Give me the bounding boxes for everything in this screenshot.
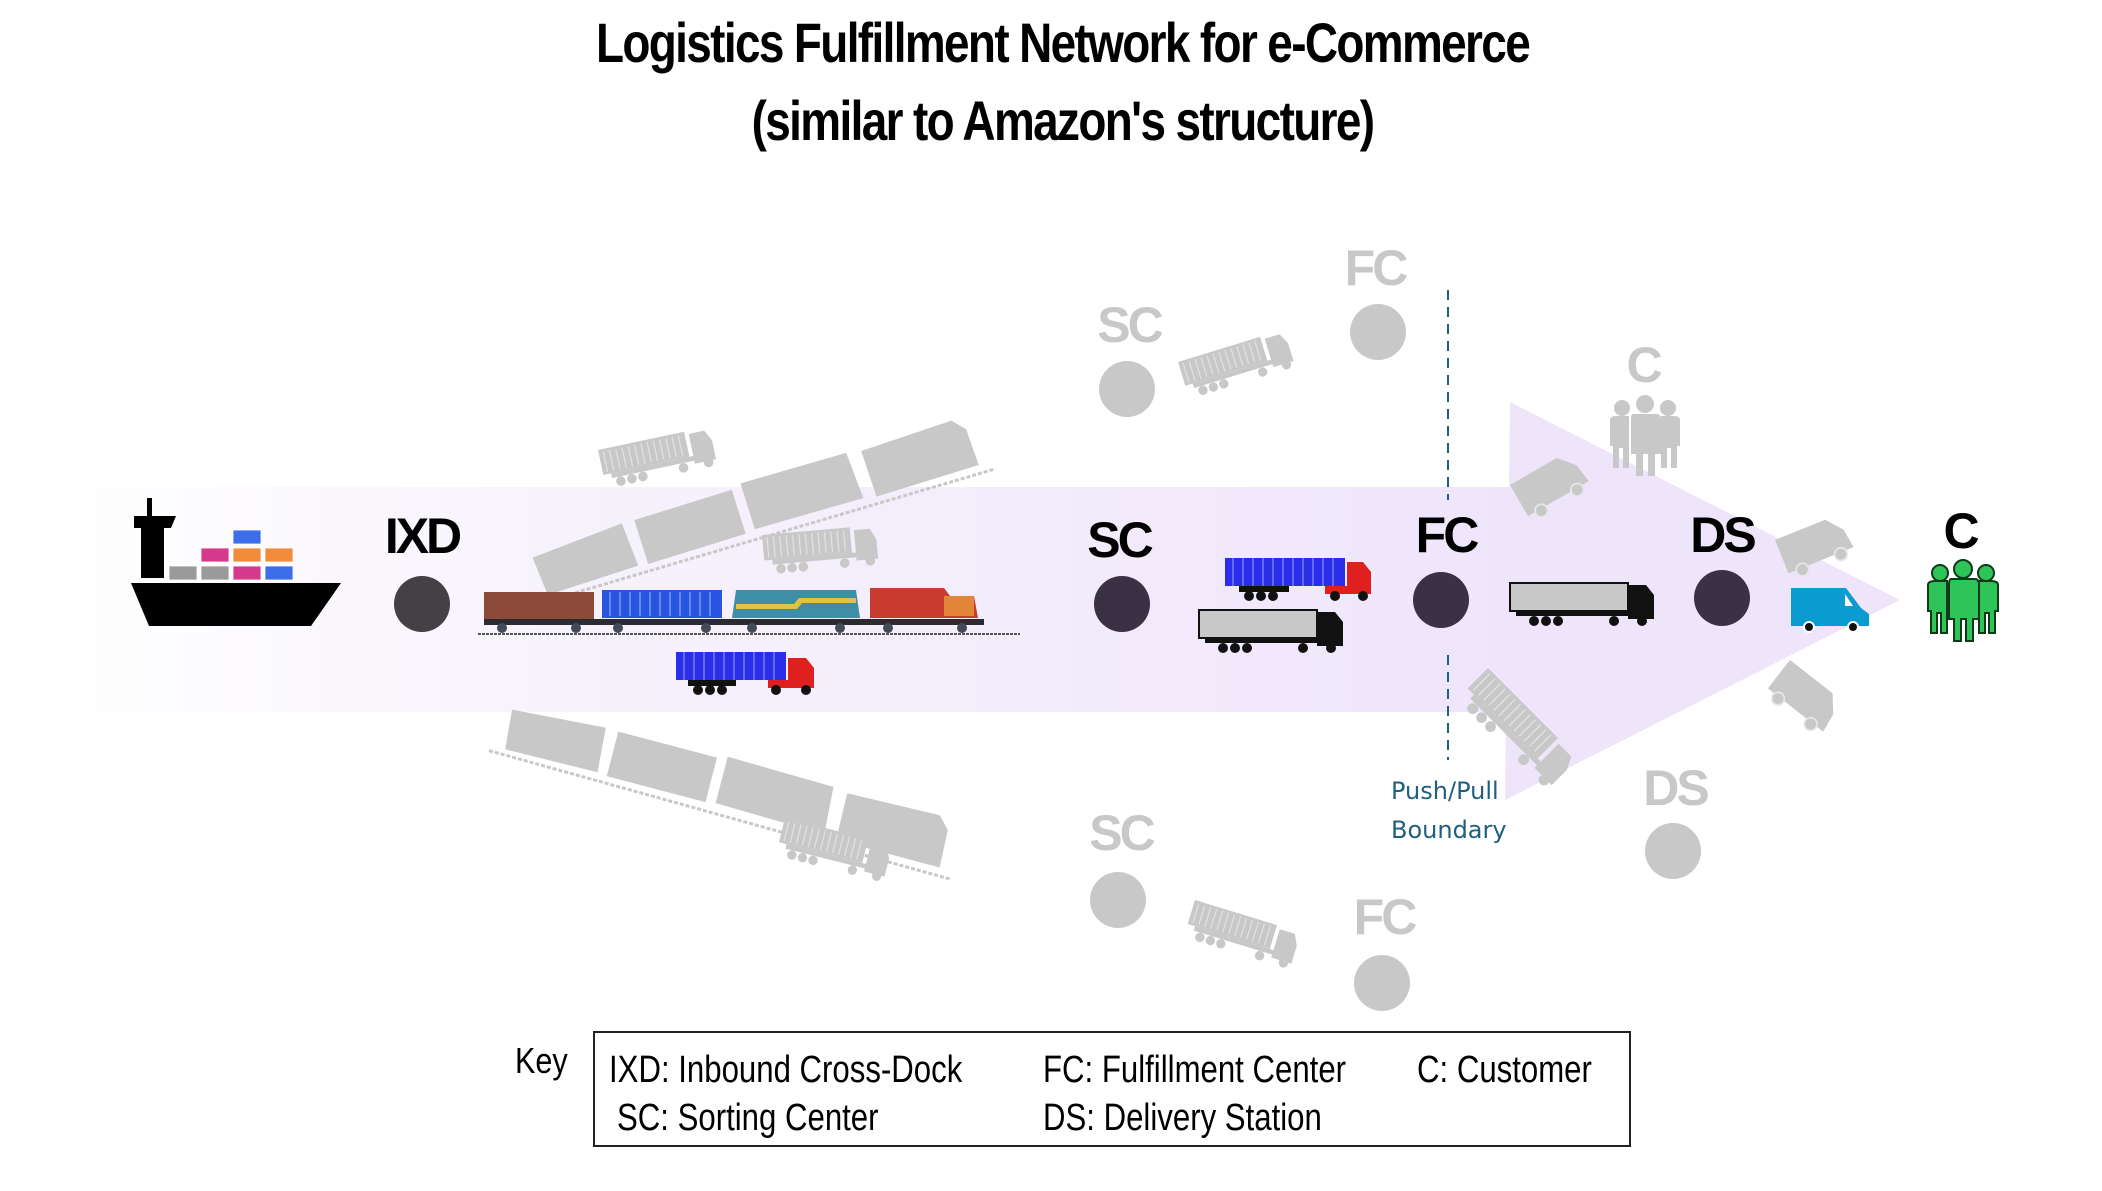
ghost-node-label-fc-upper: FC [1345, 240, 1408, 296]
container-truck-icon [676, 652, 814, 695]
ghost-node-fc-lower [1354, 955, 1410, 1011]
ghost-node-sc-upper [1099, 361, 1155, 417]
key-item-ixd: IXD: Inbound Cross-Dock [609, 1049, 963, 1091]
ghost-container-truck-icon [1177, 329, 1296, 400]
ghost-branch-upper: SC FC C [515, 240, 1858, 607]
ghost-node-label-sc-upper: SC [1097, 297, 1162, 353]
container-truck-icon [1225, 558, 1371, 601]
ghost-node-ds-lower [1645, 823, 1701, 879]
ghost-node-label-c-upper: C [1626, 337, 1661, 393]
key-item-sc: SC: Sorting Center [617, 1097, 879, 1139]
title-line-2: (similar to Amazon's structure) [751, 89, 1375, 152]
key-item-fc: FC: Fulfillment Center [1043, 1049, 1347, 1091]
node-ds[interactable] [1694, 570, 1750, 626]
node-label-c: C [1943, 503, 1978, 559]
key-box [593, 1031, 1631, 1147]
node-fc[interactable] [1413, 572, 1469, 628]
delivery-van-icon [1791, 588, 1869, 633]
ghost-node-label-ds-lower: DS [1643, 760, 1708, 816]
title-line-1: Logistics Fulfillment Network for e-Comm… [595, 11, 1531, 74]
node-ixd[interactable] [394, 576, 450, 632]
ghost-container-truck-icon [597, 425, 719, 490]
ghost-node-label-fc-lower: FC [1354, 889, 1417, 945]
ghost-node-sc-lower [1090, 872, 1146, 928]
main-nodes: IXD SC FC DS C [385, 503, 1981, 632]
boundary-label-line-1: Push/Pull [1391, 777, 1499, 805]
ghost-train-icon [487, 682, 971, 893]
node-label-ds: DS [1690, 507, 1755, 563]
box-truck-icon [1198, 609, 1343, 653]
node-label-fc: FC [1416, 507, 1479, 563]
node-label-sc: SC [1087, 512, 1152, 568]
key-item-c: C: Customer [1417, 1049, 1592, 1091]
ghost-node-label-sc-lower: SC [1089, 805, 1154, 861]
boundary-label-line-2: Boundary [1391, 816, 1507, 844]
ghost-van-icon [1761, 659, 1847, 739]
customers-icon [1927, 559, 1999, 642]
freight-train-icon [478, 588, 1020, 635]
cargo-ship-icon [131, 498, 341, 626]
key-label: Key [515, 1040, 568, 1081]
push-pull-boundary: Push/Pull Boundary [1391, 290, 1507, 844]
key-item-ds: DS: Delivery Station [1043, 1097, 1322, 1139]
ghost-node-fc-upper [1350, 304, 1406, 360]
ghost-container-truck-icon [1183, 899, 1302, 971]
box-truck-icon [1509, 582, 1654, 626]
ghost-branch-lower: SC FC DS [487, 659, 1847, 1011]
node-sc[interactable] [1094, 576, 1150, 632]
node-label-ixd: IXD [385, 508, 461, 564]
